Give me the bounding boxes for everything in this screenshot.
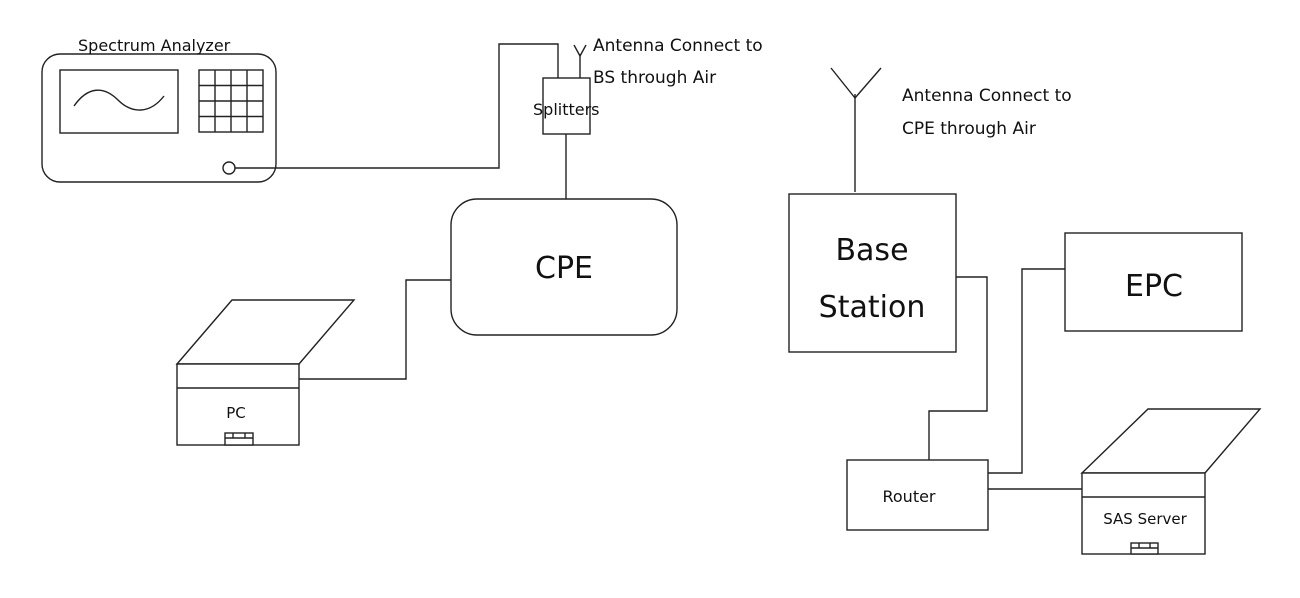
base-station-label-line1: Base — [835, 233, 908, 268]
cpe-box — [450, 198, 678, 336]
antenna-bs-label-line1: Antenna Connect to — [593, 36, 763, 56]
router-label: Router — [882, 487, 935, 506]
sas-lid — [1080, 408, 1262, 474]
spectrum-analyzer-label: Spectrum Analyzer — [78, 36, 231, 55]
antenna-cpe-label-line2: CPE through Air — [902, 119, 1036, 139]
analyzer-cable — [235, 43, 559, 169]
base-station-box — [788, 193, 957, 353]
antenna-cpe-label-line1: Antenna Connect to — [902, 86, 1072, 106]
analyzer-port-icon — [222, 161, 236, 175]
spectrum-analyzer — [41, 53, 277, 183]
sas-server-label: SAS Server — [1103, 510, 1187, 528]
sas-server-laptop — [1080, 408, 1262, 555]
antenna-icon-bs-side — [830, 67, 882, 192]
router-epc-link — [988, 268, 1065, 474]
pc-base — [176, 363, 300, 446]
bs-router-link — [928, 276, 988, 460]
sas-base — [1081, 472, 1206, 555]
cpe-label: CPE — [535, 251, 593, 286]
splitters-label: Splitters — [533, 100, 600, 119]
pc-port-icon — [224, 432, 254, 446]
base-station-label-line2: Station — [819, 290, 926, 325]
antenna-bs-label-line2: BS through Air — [593, 68, 716, 88]
sine-wave-icon — [73, 89, 165, 111]
router-box — [846, 459, 989, 531]
epc-box — [1064, 232, 1243, 332]
analyzer-keypad-icon — [198, 69, 264, 133]
antenna-icon-cpe-side — [573, 44, 587, 78]
pc-lid — [175, 299, 356, 365]
pc-laptop — [175, 299, 356, 446]
epc-label: EPC — [1125, 269, 1183, 304]
pc-label: PC — [226, 404, 246, 422]
cpe-pc-link — [299, 279, 451, 380]
